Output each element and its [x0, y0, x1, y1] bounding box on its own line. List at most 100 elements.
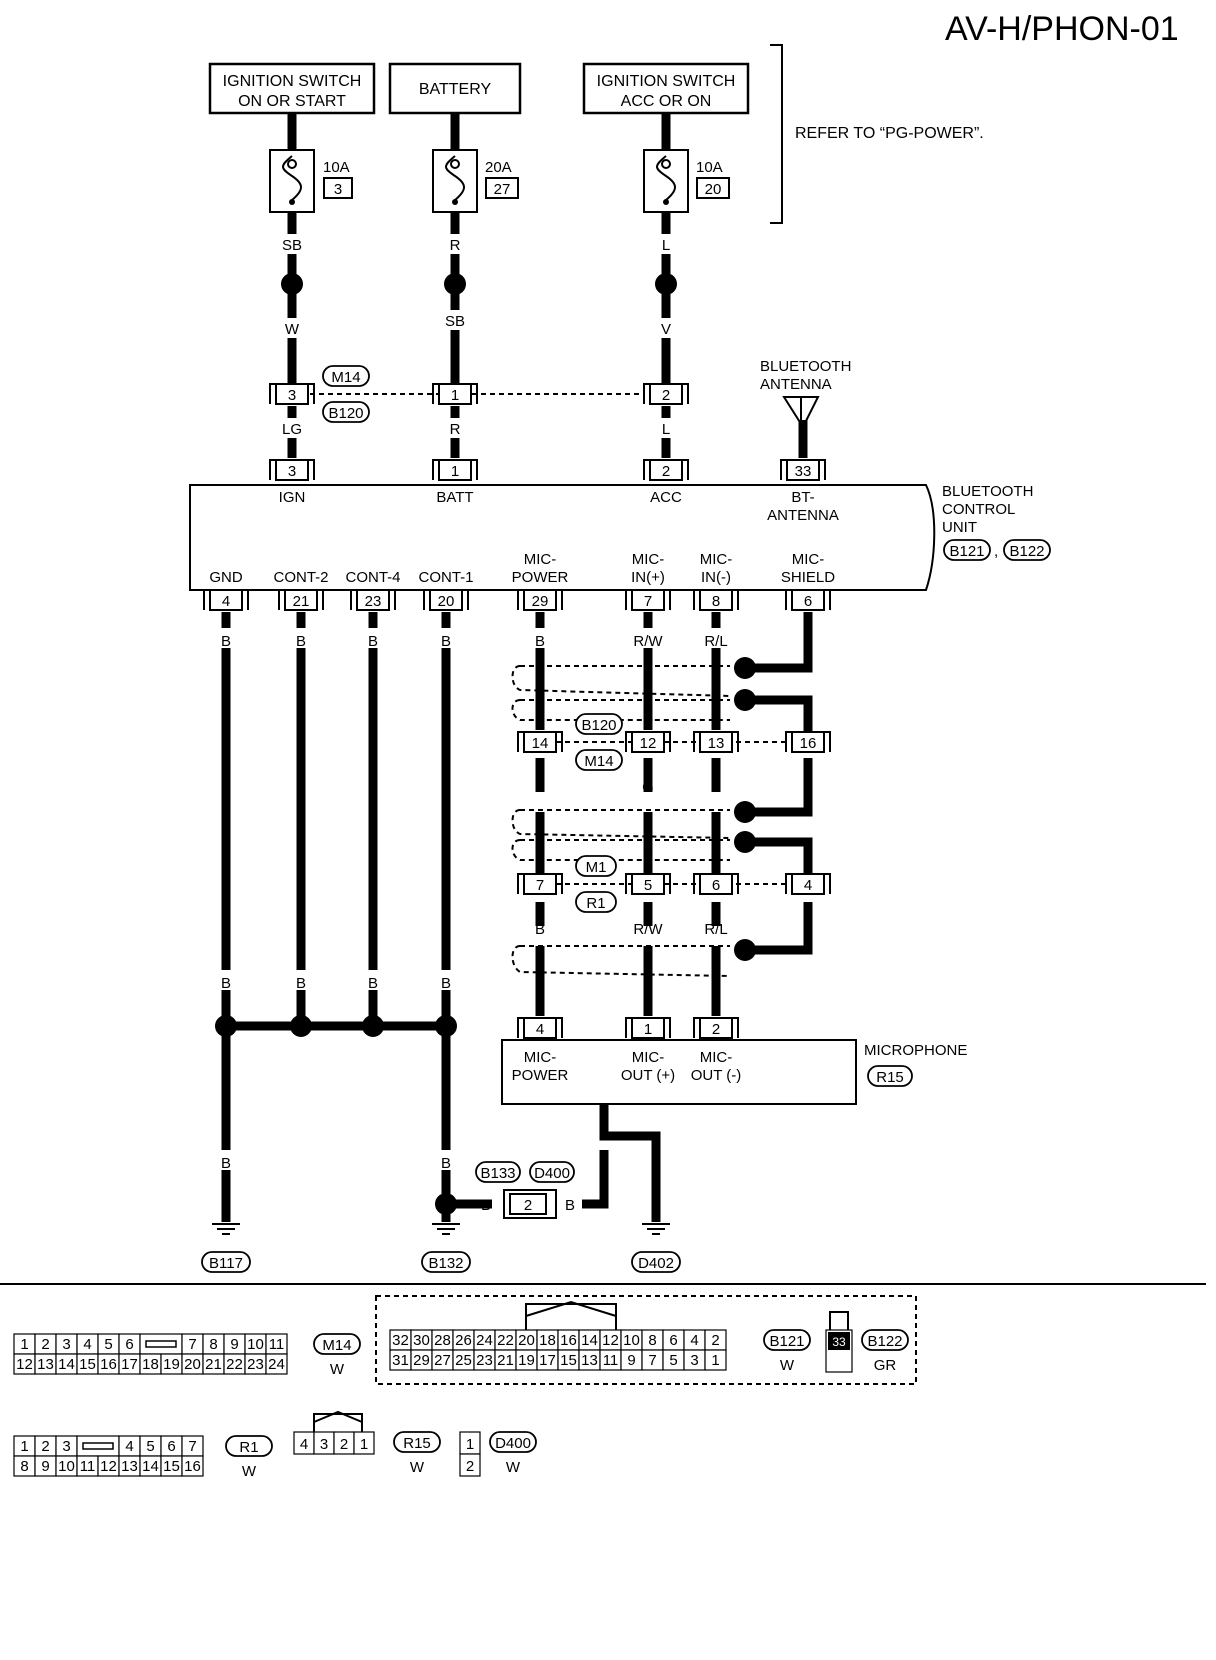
wire-color-label: B: [565, 1197, 575, 1214]
cavity-number: 12: [602, 1332, 619, 1349]
cavity-number: 26: [455, 1332, 472, 1349]
connector-tag: R1: [239, 1439, 258, 1456]
cavity-number: 24: [268, 1356, 285, 1373]
cavity-number: 3: [690, 1352, 698, 1369]
shield-loops: [511, 657, 756, 977]
pin-number: 3: [288, 463, 296, 480]
pin-label: OUT (+): [621, 1067, 675, 1084]
pin-number: 4: [804, 877, 812, 894]
pin-label: CONT-2: [273, 569, 328, 586]
cavity-number: 20: [518, 1332, 535, 1349]
connector-tag: M14: [322, 1337, 351, 1354]
source-label-line: BATTERY: [419, 81, 492, 98]
refer-bracket: [770, 44, 783, 224]
unit-name-line: BLUETOOTH: [942, 483, 1033, 500]
cavity-number: 18: [142, 1356, 159, 1373]
wire-color-label: R: [450, 237, 461, 254]
refer-note: REFER TO “PG-POWER”.: [795, 125, 984, 142]
unit-name-line: UNIT: [942, 519, 977, 536]
cavity-number: 1: [20, 1336, 28, 1353]
cavity-number: 10: [58, 1458, 75, 1475]
connector-tag: B121: [949, 543, 984, 560]
svg-text:,: ,: [994, 543, 998, 560]
pin-label: POWER: [512, 569, 569, 586]
cavity-number: 2: [340, 1436, 348, 1453]
pin-number: 5: [644, 877, 652, 894]
pin-number: 14: [532, 735, 549, 752]
cavity-number: 3: [62, 1336, 70, 1353]
cavity-number: 28: [434, 1332, 451, 1349]
pin-label: SHIELD: [781, 569, 835, 586]
mic-pin: 1: [625, 1017, 671, 1039]
cavity-number: 7: [188, 1438, 196, 1455]
cavity-number: 22: [226, 1356, 243, 1373]
dashed-group-b121-b122: [375, 1295, 917, 1385]
connector-tag: B133: [480, 1165, 515, 1182]
cavity-number: 31: [392, 1352, 409, 1369]
cavity-number: 25: [455, 1352, 472, 1369]
wire-color-label: B: [221, 1155, 231, 1172]
cavity-number: 1: [20, 1438, 28, 1455]
connector-tag: R1: [586, 895, 605, 912]
cavity-number: 8: [209, 1336, 217, 1353]
pin-number: 2: [662, 463, 670, 480]
unit-name-line: CONTROL: [942, 501, 1015, 518]
unit-pin: 23: [350, 589, 396, 611]
cavity-number: 8: [648, 1332, 656, 1349]
connector-pin: 4: [785, 873, 831, 895]
wire-color-label: B: [368, 975, 378, 992]
pin-number: 3: [288, 387, 296, 404]
mic-signal-wires: [535, 612, 813, 1016]
cavity-number: 22: [497, 1332, 514, 1349]
pin-label: IN(-): [701, 569, 731, 586]
pin-label: GND: [209, 569, 243, 586]
splice-dot: [281, 273, 303, 295]
cavity-number: 4: [125, 1438, 133, 1455]
wire-color-label: B: [221, 633, 231, 650]
pin-number: 8: [712, 593, 720, 610]
unit-pin: 4: [203, 589, 249, 611]
diagram-title: AV-H/PHON-01: [945, 10, 1179, 48]
connector-tag: R15: [403, 1435, 431, 1452]
connector-tag: B122: [1009, 543, 1044, 560]
connector-pin: 5: [625, 873, 671, 895]
cavity-number: 6: [125, 1336, 133, 1353]
pin-number: 7: [536, 877, 544, 894]
cavity-number: 23: [247, 1356, 264, 1373]
pin-number: 33: [795, 463, 812, 480]
cavity-number: 8: [20, 1458, 28, 1475]
cavity-number: 13: [581, 1352, 598, 1369]
cavity-number: 3: [320, 1436, 328, 1453]
pin-label: MIC-: [700, 1049, 733, 1066]
cavity-number: 30: [413, 1332, 430, 1349]
pin-number: 2: [712, 1021, 720, 1038]
cavity-number: 12: [100, 1458, 117, 1475]
cavity-number: 7: [188, 1336, 196, 1353]
ground-tag: B117: [209, 1255, 243, 1272]
wire-color-label: L: [662, 237, 670, 254]
fuse-1: 10A 3: [269, 149, 353, 213]
mic-pin: 2: [693, 1017, 739, 1039]
pin-number: 4: [222, 593, 230, 610]
wire-color-label: B: [368, 633, 378, 650]
cavity-number: 21: [205, 1356, 222, 1373]
source-label-line: ACC OR ON: [621, 93, 712, 110]
pin-number: 23: [365, 593, 382, 610]
cavity-number: 7: [648, 1352, 656, 1369]
source-label-line: IGNITION SWITCH: [597, 73, 736, 90]
cavity-number: 5: [146, 1438, 154, 1455]
ground-wire-color-labels: B B B B B B: [221, 975, 451, 1172]
cavity-number: 15: [79, 1356, 96, 1373]
pin-number: 2: [662, 387, 670, 404]
unit-pin: 3: [269, 459, 315, 481]
cavity-number: 14: [581, 1332, 598, 1349]
pin-label: MIC-: [632, 551, 665, 568]
fuse-number: 27: [494, 181, 511, 198]
connector-tag: D400: [534, 1165, 570, 1182]
